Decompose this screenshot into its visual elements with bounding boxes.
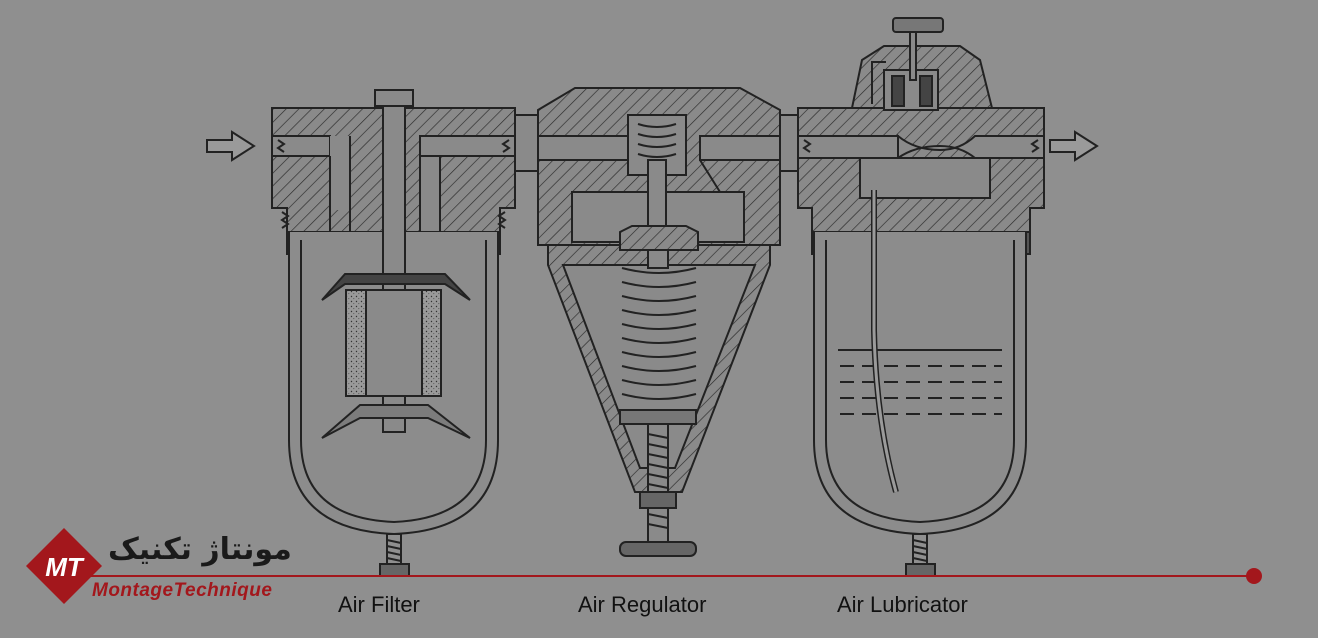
air-lubricator (797, 17, 1045, 577)
regulator-spring (621, 267, 697, 400)
inlet-arrow (206, 130, 256, 162)
filter-baffle (321, 273, 471, 301)
logo-mark: MT (26, 528, 102, 604)
label-air-regulator: Air Regulator (578, 592, 707, 617)
air-filter (271, 89, 516, 577)
arrow-right-icon (1049, 130, 1099, 162)
logo-persian-text: مونتاژ تکنیک (108, 532, 292, 567)
label-air-lubricator: Air Lubricator (837, 592, 968, 617)
arrow-right-icon (206, 130, 256, 162)
baseline (72, 568, 1262, 584)
label-air-filter: Air Filter (338, 592, 420, 617)
air-regulator (537, 87, 781, 557)
connectors (514, 114, 799, 172)
filter-lower-baffle (321, 404, 471, 439)
baseline-dot (1246, 568, 1262, 584)
logo-monogram: MT (45, 552, 85, 582)
outlet-arrow (1049, 130, 1099, 162)
logo-english-text: MontageTechnique (92, 580, 273, 601)
